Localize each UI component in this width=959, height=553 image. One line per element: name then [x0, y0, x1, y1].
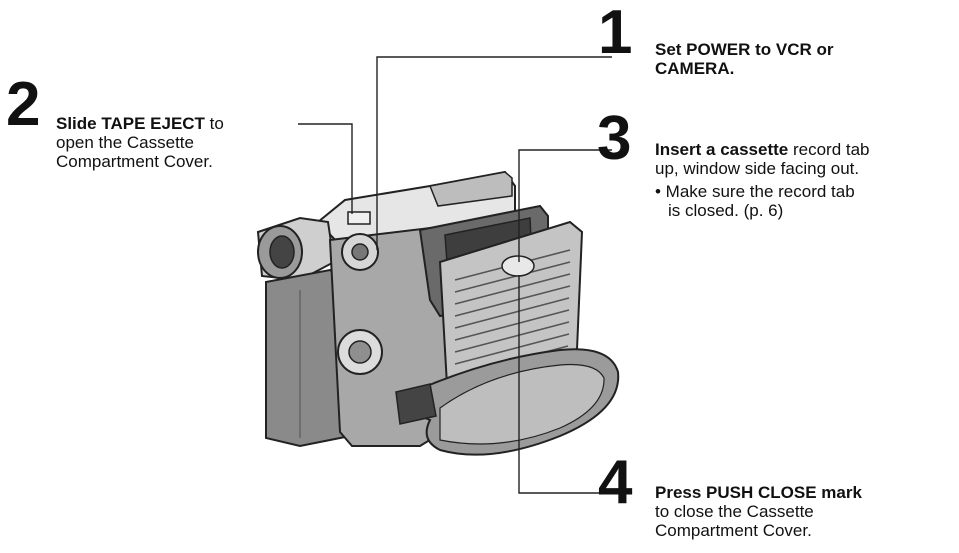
step-number-3: 3 [597, 104, 632, 173]
step-4-line3: Compartment Cover. [655, 521, 812, 540]
tape-eject-slider [347, 211, 371, 225]
step-number-4: 4 [598, 448, 633, 517]
step-4-instruction: Press PUSH CLOSE mark to close the Casse… [655, 483, 862, 540]
camera-top-grip [428, 171, 513, 207]
step-2-rest: to [204, 114, 224, 133]
step-4-line2: to close the Cassette [655, 502, 814, 521]
step-1-line2: CAMERA. [655, 59, 735, 78]
step-3-line2: up, window side facing out. [655, 159, 860, 178]
strap-buckle [395, 383, 437, 425]
step-2-bold: Slide TAPE EJECT [56, 114, 205, 133]
step-3-bullet2: is closed. (p. 6) [668, 201, 784, 220]
callout-line-2 [298, 123, 353, 214]
step-4-bold: Press PUSH CLOSE mark [655, 483, 862, 502]
callout-line-4 [518, 275, 612, 494]
step-3-instruction: Insert a cassette record tab up, window … [655, 140, 870, 220]
step-2-instruction: Slide TAPE EJECT to open the Cassette Co… [56, 114, 224, 171]
step-3-bullet1: • Make sure the record tab [655, 182, 855, 201]
step-3-bold: Insert a cassette [655, 140, 789, 159]
callout-line-3 [518, 149, 612, 262]
step-number-1: 1 [598, 0, 633, 67]
callout-line-1 [376, 56, 612, 250]
step-2-line2: open the Cassette [56, 133, 194, 152]
step-3-rest: record tab [788, 140, 870, 159]
step-1-bold: Set POWER to VCR or [655, 40, 834, 59]
step-2-line3: Compartment Cover. [56, 152, 213, 171]
step-1-instruction: Set POWER to VCR or CAMERA. [655, 40, 834, 78]
push-close-mark [501, 255, 535, 277]
step-number-2: 2 [6, 70, 41, 139]
